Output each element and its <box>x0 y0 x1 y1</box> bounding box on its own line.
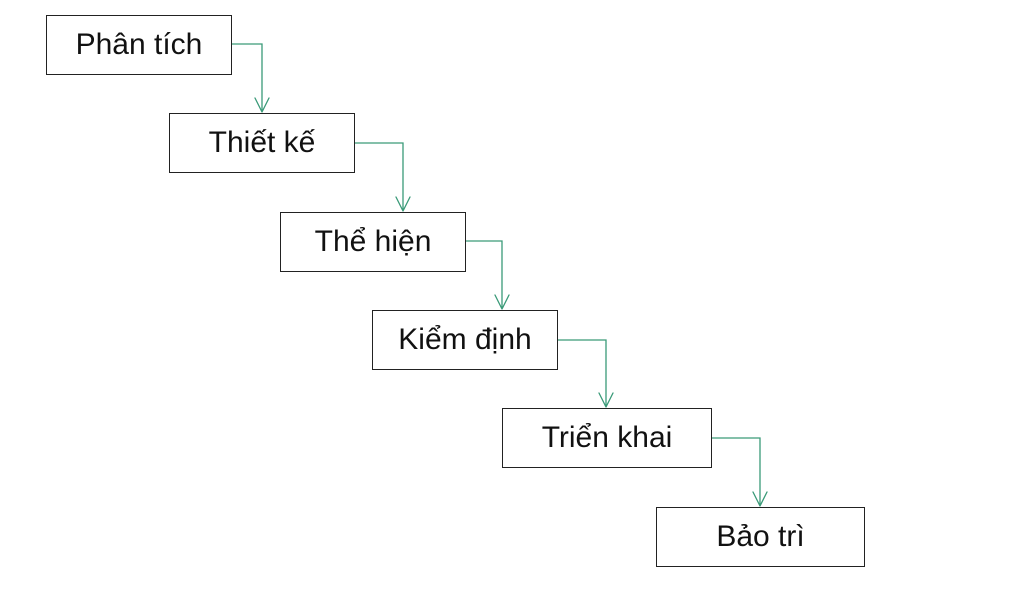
step-label: Kiểm định <box>398 323 532 356</box>
step-box-the-hien: Thể hiện <box>280 212 466 272</box>
step-label: Thiết kế <box>208 126 316 159</box>
step-label: Triển khai <box>541 421 673 454</box>
step-label: Phân tích <box>75 28 203 61</box>
connector-2-3 <box>355 142 404 210</box>
step-box-phan-tich: Phân tích <box>46 15 232 75</box>
arrow-head-5-6 <box>752 491 768 507</box>
step-box-kiem-dinh: Kiểm định <box>372 310 558 370</box>
arrow-head-4-5 <box>598 392 614 408</box>
step-box-bao-tri: Bảo trì <box>656 507 865 567</box>
connector-3-4 <box>466 240 503 308</box>
connector-4-5 <box>558 339 607 406</box>
connector-1-2 <box>232 43 263 111</box>
step-label: Thể hiện <box>314 225 432 258</box>
connector-5-6 <box>712 437 761 505</box>
step-box-trien-khai: Triển khai <box>502 408 712 468</box>
arrow-head-3-4 <box>494 294 510 310</box>
arrow-head-2-3 <box>395 196 411 212</box>
step-label: Bảo trì <box>716 520 805 553</box>
step-box-thiet-ke: Thiết kế <box>169 113 355 173</box>
arrow-head-1-2 <box>254 97 270 113</box>
